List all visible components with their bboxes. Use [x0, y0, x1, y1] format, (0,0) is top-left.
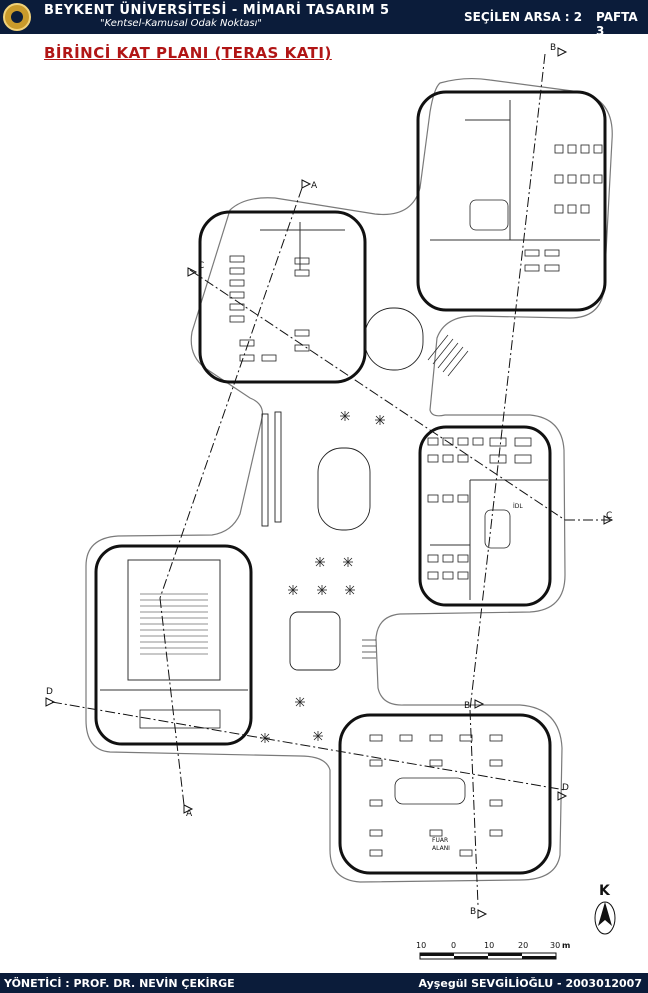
section-markers — [45, 47, 614, 919]
stairs — [362, 334, 469, 659]
header-bar: BEYKENT ÜNİVERSİTESİ - MİMARİ TASARIM 5 … — [0, 0, 648, 38]
scale-bar — [419, 952, 557, 960]
scale-unit: m — [562, 941, 570, 950]
footer-bar: YÖNETİCİ : PROF. DR. NEVİN ÇEKİRGE Ayşeg… — [0, 973, 648, 993]
building-west — [94, 544, 253, 746]
scale-tick-30: 30 — [550, 941, 560, 950]
auditorium-seating — [140, 593, 208, 655]
header-subtitle: "Kentsel-Kamusal Odak Noktası" — [100, 18, 263, 29]
furniture-group — [139, 144, 603, 857]
selected-site-label: SEÇİLEN ARSA : 2 — [464, 10, 583, 24]
footer-student: Ayşegül SEVGİLİOĞLU - 2003012007 — [418, 977, 642, 990]
section-label-d-west: D — [46, 687, 53, 697]
north-arrow-icon — [594, 901, 616, 935]
scale-tick-10: 10 — [484, 941, 494, 950]
section-label-b-north: B — [550, 43, 556, 53]
north-label: K — [599, 883, 611, 899]
scale-tick-10-left: 10 — [416, 941, 426, 950]
section-label-c-west: C — [198, 261, 204, 271]
scale-tick-20: 20 — [518, 941, 528, 950]
plan-title: BİRİNCİ KAT PLANI (TERAS KATI) — [44, 44, 332, 62]
sheet-number: PAFTA 3 — [596, 10, 638, 38]
header-title: BEYKENT ÜNİVERSİTESİ - MİMARİ TASARIM 5 — [44, 3, 390, 18]
terrace-outline — [85, 77, 613, 883]
plaza-trees — [260, 411, 385, 743]
room-label-idl: İDL — [513, 503, 523, 510]
interior-partitions — [100, 100, 600, 691]
plaza-benches — [261, 307, 424, 671]
section-label-c-east: C — [606, 511, 612, 521]
section-label-a-north: A — [311, 181, 318, 191]
room-label-fair-1: FUAR — [432, 837, 448, 844]
room-label-fair-2: ALANI — [432, 845, 450, 852]
section-label-b-south: B — [470, 907, 476, 917]
section-label-a-south: A — [186, 809, 193, 819]
section-label-b-middle: B — [464, 701, 470, 711]
footer-instructor: YÖNETİCİ : PROF. DR. NEVİN ÇEKİRGE — [4, 977, 235, 990]
building-east — [418, 425, 552, 607]
university-logo-icon — [3, 3, 31, 31]
section-label-d-east: D — [562, 783, 569, 793]
floor-plan-drawing: A A B B B C C D D İDL FUAR ALANI K 10 0 … — [45, 43, 616, 960]
scale-tick-0: 0 — [451, 941, 456, 950]
building-south — [338, 713, 552, 875]
building-north — [198, 210, 367, 384]
section-lines — [51, 53, 610, 906]
building-northeast — [416, 90, 607, 312]
